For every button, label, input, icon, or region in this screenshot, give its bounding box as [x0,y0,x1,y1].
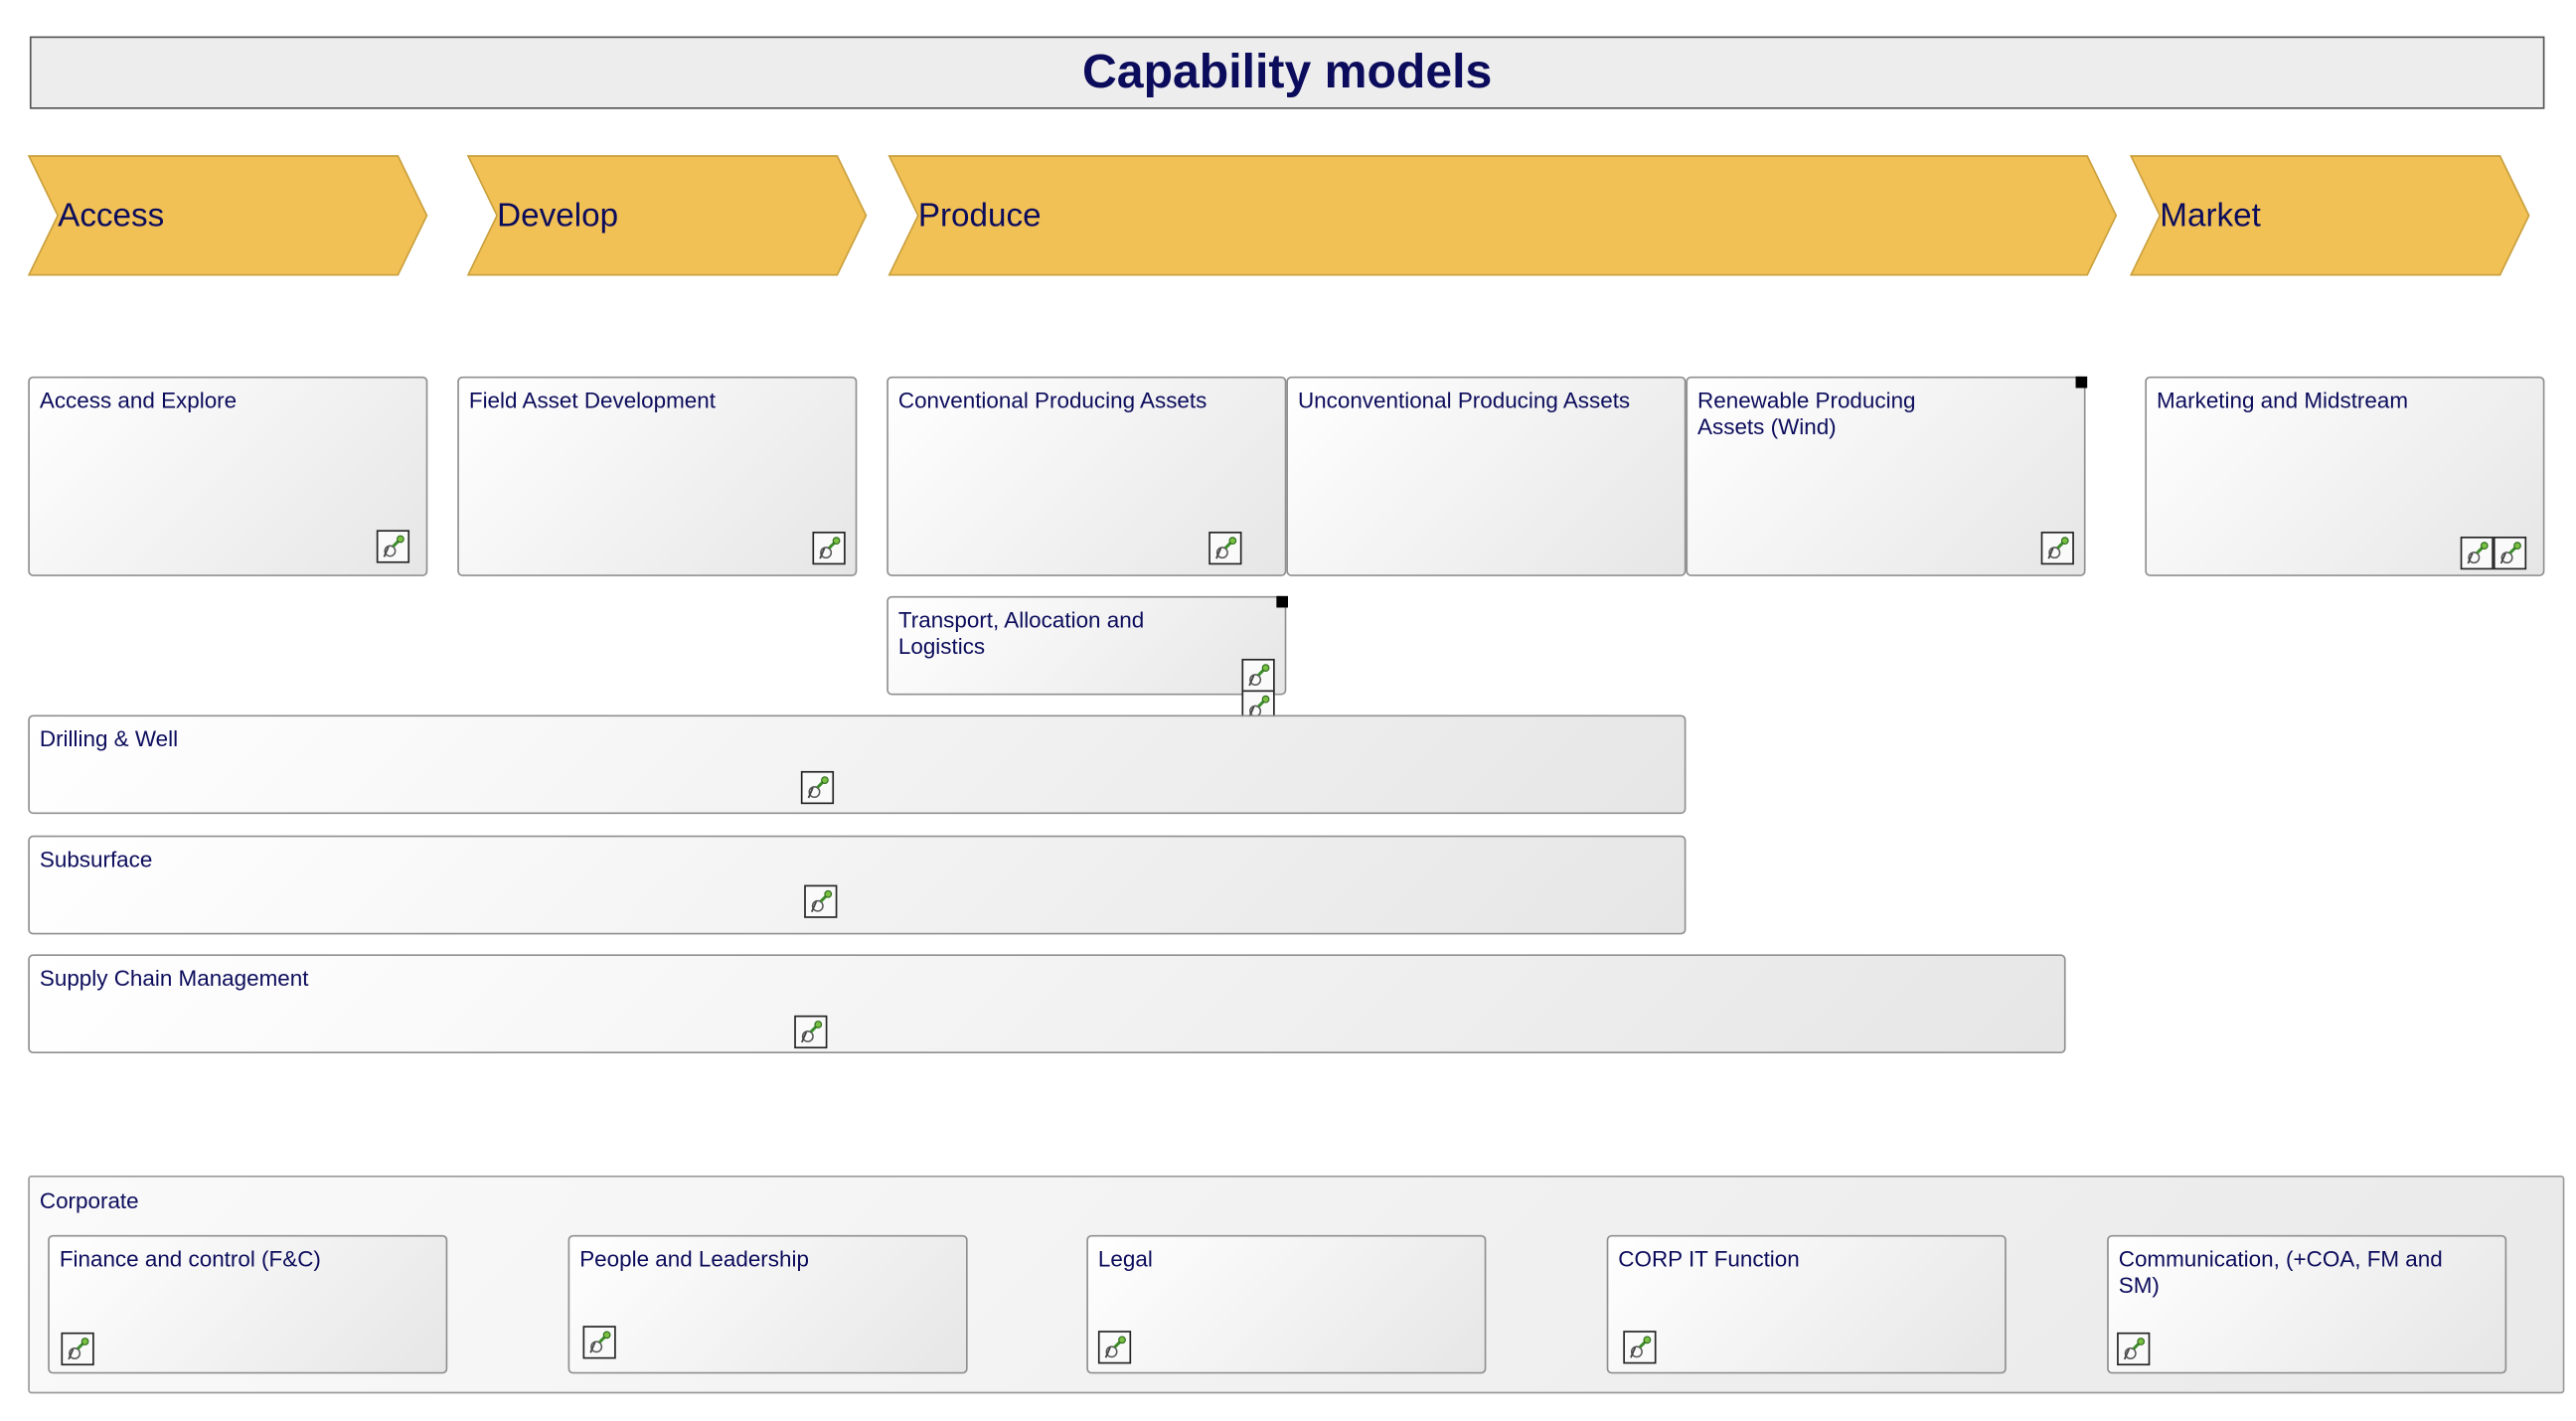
model-link-icon[interactable] [2117,1332,2151,1366]
capability-finance-and-control[interactable]: Finance and control (F&C) [48,1234,448,1374]
capability-label: Communication, (+COA, FM and SM) [2118,1246,2443,1298]
chevron-produce-label: Produce [917,198,1042,235]
model-link-icon[interactable] [1241,658,1275,693]
capability-conventional-producing-assets[interactable]: Conventional Producing Assets [886,376,1287,576]
model-link-icon[interactable] [1208,532,1242,565]
corner-marker [2075,376,2088,389]
capability-subsurface[interactable]: Subsurface [28,835,1687,935]
capability-renewable-producing-assets[interactable]: Renewable Producing Assets (Wind) [1686,376,2088,576]
chevron-access-label: Access [58,198,165,235]
capability-label: Transport, Allocation and Logistics [897,607,1145,659]
chevron-develop-label: Develop [497,198,619,235]
chevron-market-label: Market [2160,198,2261,235]
capability-label: Drilling & Well [39,726,179,751]
model-link-icon[interactable] [2040,532,2074,565]
corner-marker [1276,595,1288,608]
capability-transport-allocation-logistics[interactable]: Transport, Allocation and Logistics [886,595,1288,723]
model-link-icon[interactable] [582,1326,616,1359]
chevron-access[interactable]: Access [27,155,428,276]
model-link-icon[interactable] [2493,537,2527,570]
model-link-icon[interactable] [2460,537,2494,570]
capability-label: People and Leadership [579,1246,809,1272]
chevron-market[interactable]: Market [2129,155,2530,276]
model-link-icon[interactable] [812,532,846,565]
model-link-icon[interactable] [61,1332,94,1366]
model-link-icon[interactable] [804,884,838,918]
capability-label: Unconventional Producing Assets [1297,388,1631,413]
capability-legal[interactable]: Legal [1086,1234,1487,1374]
capability-unconventional-producing-assets[interactable]: Unconventional Producing Assets [1286,376,1687,576]
corporate-group[interactable]: Corporate Finance and control (F&C) Peop… [28,1176,2565,1394]
capability-corp-it-function[interactable]: CORP IT Function [1606,1234,2007,1374]
capability-field-asset-development[interactable]: Field Asset Development [457,376,858,576]
chevron-develop[interactable]: Develop [466,155,868,276]
page-title: Capability models [1081,45,1493,98]
capability-people-and-leadership[interactable]: People and Leadership [567,1234,968,1374]
capability-label: Legal [1097,1246,1153,1272]
capability-label: Marketing and Midstream [2156,388,2409,413]
capability-label: Field Asset Development [468,388,716,413]
chevron-produce[interactable]: Produce [887,155,2118,276]
model-link-icon[interactable] [1097,1331,1132,1364]
capability-label: CORP IT Function [1618,1246,1800,1272]
capability-drilling-and-well[interactable]: Drilling & Well [28,714,1687,815]
capability-label: Access and Explore [39,388,238,413]
corporate-label: Corporate [39,1188,139,1214]
model-link-icon[interactable] [1623,1331,1657,1364]
model-link-icon[interactable] [376,530,410,563]
model-link-icon[interactable] [800,770,835,805]
capability-label: Renewable Producing Assets (Wind) [1697,388,1916,439]
capability-access-and-explore[interactable]: Access and Explore [28,376,428,576]
capability-label: Subsurface [39,847,153,872]
capability-label: Conventional Producing Assets [897,388,1208,413]
capability-supply-chain-management[interactable]: Supply Chain Management [28,954,2066,1054]
capability-label: Supply Chain Management [39,966,309,991]
capability-communication[interactable]: Communication, (+COA, FM and SM) [2107,1234,2507,1374]
model-link-icon[interactable] [794,1015,828,1049]
capability-marketing-and-midstream[interactable]: Marketing and Midstream [2145,376,2545,576]
page-title-bar: Capability models [29,36,2545,109]
capability-label: Finance and control (F&C) [59,1246,321,1272]
